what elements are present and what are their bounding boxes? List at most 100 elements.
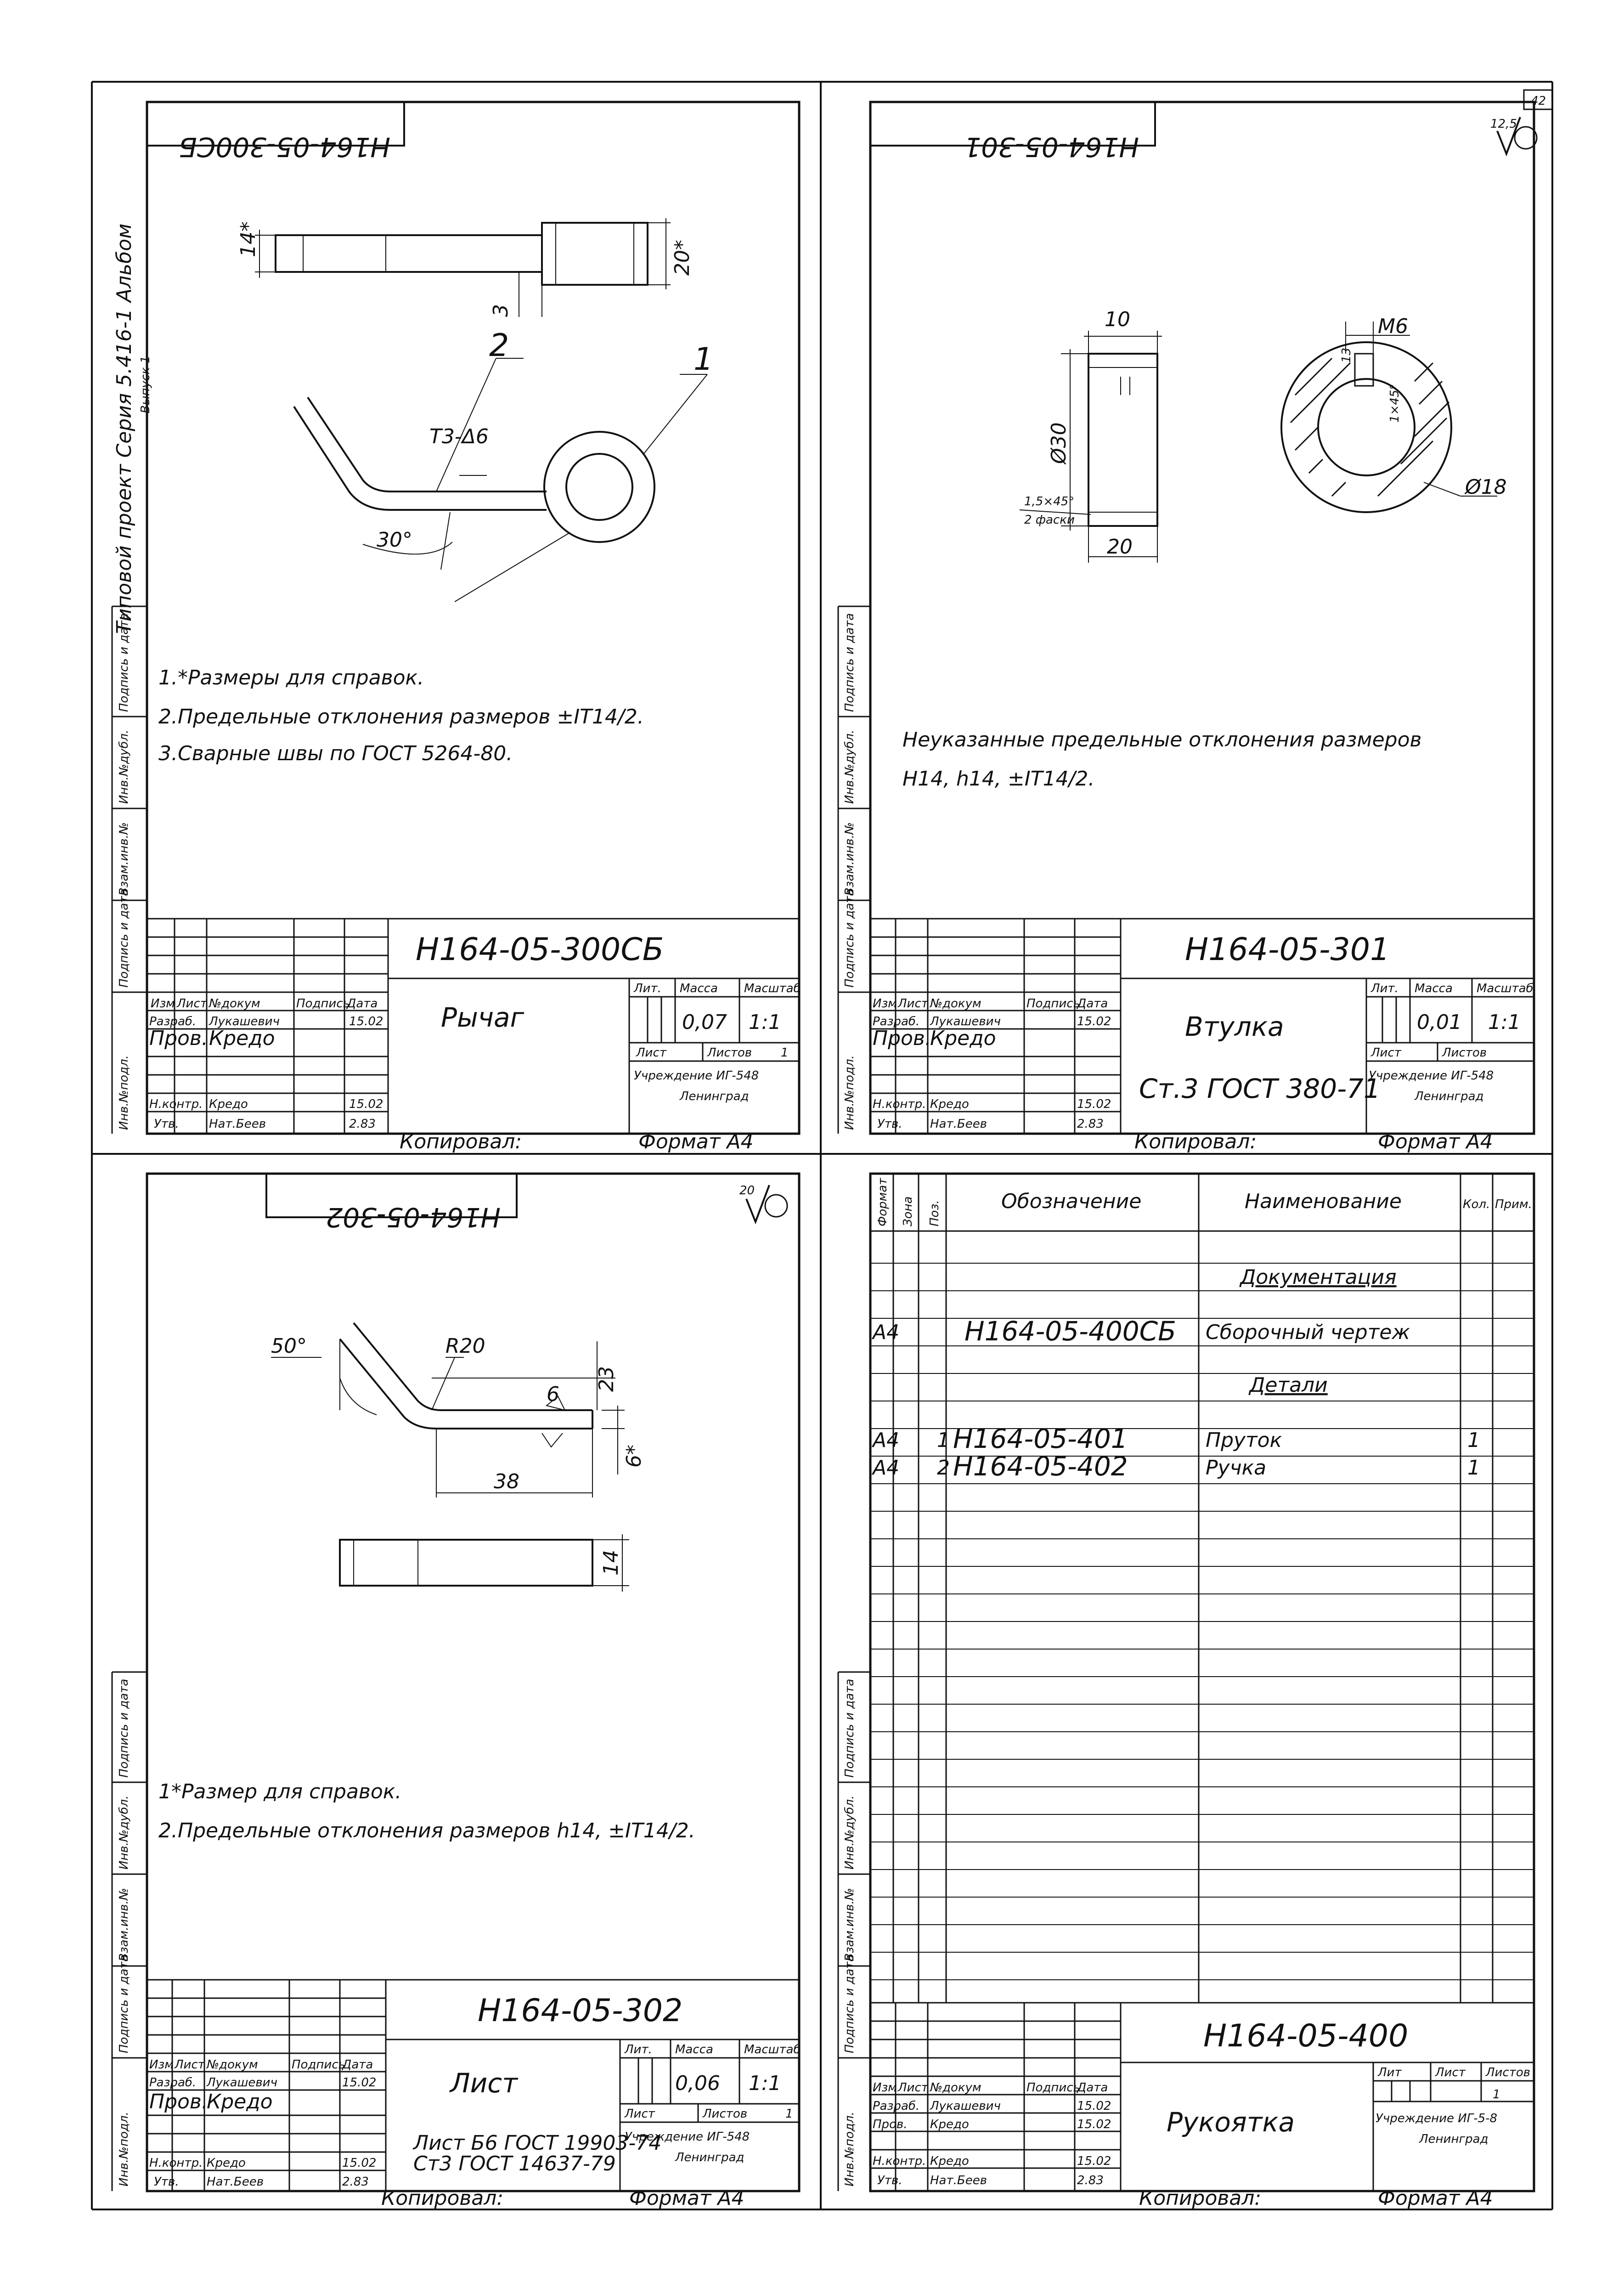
sheet-1-code-box: Н164-05-300СБ [146, 101, 405, 163]
svg-text:0,07: 0,07 [682, 1011, 727, 1034]
svg-text:Формат А4: Формат А4 [1378, 2186, 1493, 2210]
svg-text:1: 1 [937, 1429, 950, 1452]
sheet-2-code-box: Н164-05-301 [869, 101, 1156, 163]
svg-text:Подпись и дата: Подпись и дата [117, 889, 131, 988]
svg-text:Обозначение: Обозначение [1001, 1190, 1141, 1213]
svg-text:Дата: Дата [1077, 2081, 1108, 2095]
svg-text:Н164-05-401: Н164-05-401 [953, 1423, 1128, 1454]
svg-text:10: 10 [1105, 308, 1130, 331]
svg-text:Подпись и дата: Подпись и дата [843, 613, 857, 712]
svg-text:Утв.: Утв. [154, 2175, 179, 2189]
svg-text:Учреждение ИГ-548: Учреждение ИГ-548 [634, 1069, 759, 1083]
svg-text:Формат А4: Формат А4 [638, 1130, 754, 1153]
svg-text:Нат.Беев: Нат.Беев [930, 2174, 987, 2187]
svg-text:15.02: 15.02 [349, 1015, 383, 1028]
svg-text:Лист Б6 ГОСТ 19903-74: Лист Б6 ГОСТ 19903-74 [412, 2131, 661, 2155]
svg-text:Ленинград: Ленинград [1414, 1090, 1484, 1103]
plate-bent-view [271, 1322, 625, 1497]
svg-text:Формат А4: Формат А4 [1378, 1130, 1493, 1153]
svg-text:Лист: Лист [449, 2068, 519, 2099]
svg-text:3: 3 [489, 304, 513, 317]
svg-text:Изм: Изм [873, 997, 897, 1011]
svg-text:30°: 30° [377, 528, 412, 552]
svg-text:Копировал:: Копировал: [381, 2186, 503, 2210]
svg-text:Учреждение ИГ-548: Учреждение ИГ-548 [1369, 1069, 1494, 1083]
svg-text:Взам.инв.№: Взам.инв.№ [117, 1888, 131, 1961]
svg-text:М6: М6 [1378, 315, 1408, 338]
svg-text:14*: 14* [237, 221, 260, 257]
svg-text:Инв.№дубл.: Инв.№дубл. [843, 730, 857, 804]
svg-text:№докум: №докум [206, 2058, 258, 2072]
svg-text:Н.контр.: Н.контр. [149, 1097, 203, 1111]
svg-text:№докум: №докум [929, 997, 981, 1011]
svg-text:14: 14 [599, 1550, 623, 1576]
svg-text:2.83: 2.83 [342, 2175, 369, 2189]
svg-text:15.02: 15.02 [1077, 1015, 1111, 1028]
svg-text:15.02: 15.02 [1077, 2118, 1111, 2131]
svg-text:Кредо: Кредо [207, 2090, 273, 2113]
svg-text:15.02: 15.02 [1077, 2154, 1111, 2168]
svg-text:23: 23 [595, 1366, 618, 1392]
svg-text:Масса: Масса [675, 2043, 713, 2056]
svg-text:Подпись: Подпись [296, 997, 350, 1011]
lever-top-view [255, 218, 671, 317]
svg-text:38: 38 [494, 1470, 519, 1493]
svg-text:0,06: 0,06 [675, 2072, 720, 2095]
svg-text:Лукашевич: Лукашевич [209, 1015, 280, 1028]
svg-text:Н164-05-302: Н164-05-302 [326, 1202, 501, 1233]
svg-text:Лит.: Лит. [624, 2043, 652, 2056]
svg-text:Ленинград: Ленинград [679, 1090, 749, 1103]
svg-text:Формат А4: Формат А4 [629, 2186, 744, 2210]
svg-text:Ленинград: Ленинград [675, 2151, 744, 2164]
svg-text:Сборочный чертеж: Сборочный чертеж [1206, 1321, 1410, 1344]
svg-text:Пров.: Пров. [873, 1027, 931, 1050]
svg-text:Лист: Лист [897, 997, 929, 1011]
svg-text:20: 20 [1107, 535, 1133, 559]
svg-text:Лист: Лист [174, 2058, 205, 2072]
svg-text:Разраб.: Разраб. [149, 1015, 196, 1028]
svg-text:Разраб.: Разраб. [873, 1015, 919, 1028]
svg-text:Пров.: Пров. [149, 2090, 208, 2113]
svg-text:0,01: 0,01 [1417, 1011, 1462, 1034]
svg-text:Изм: Изм [151, 997, 175, 1011]
svg-text:Лукашевич: Лукашевич [930, 1015, 1001, 1028]
svg-text:Т3-Δ6: Т3-Δ6 [429, 425, 489, 448]
svg-text:1: 1 [1467, 1429, 1480, 1452]
svg-text:50°: 50° [271, 1334, 307, 1358]
svg-text:6*: 6* [622, 1445, 646, 1468]
svg-text:6: 6 [547, 1383, 559, 1406]
svg-text:Инв.№подл.: Инв.№подл. [843, 1055, 857, 1130]
svg-text:1×45°: 1×45° [1388, 384, 1402, 423]
lever-front-view [293, 358, 708, 602]
svg-text:Пруток: Пруток [1206, 1429, 1282, 1452]
svg-text:Масштаб: Масштаб [1477, 982, 1534, 995]
svg-text:А4: А4 [871, 1429, 899, 1452]
svg-text:Поз.: Поз. [928, 1200, 942, 1226]
svg-text:Пров.: Пров. [873, 2118, 908, 2131]
sheet-1-note-3: 3.Сварные швы по ГОСТ 5264-80. [158, 742, 513, 765]
svg-text:2: 2 [937, 1456, 950, 1480]
svg-text:Листов: Листов [1442, 1046, 1487, 1060]
svg-text:Лит.: Лит. [1370, 982, 1398, 995]
svg-text:2.83: 2.83 [349, 1117, 376, 1131]
svg-text:Н164-05-302: Н164-05-302 [478, 1993, 682, 2029]
svg-text:Рукоятка: Рукоятка [1167, 2107, 1295, 2138]
svg-text:А4: А4 [871, 1456, 899, 1480]
svg-text:Взам.инв.№: Взам.инв.№ [117, 822, 131, 896]
svg-text:Н164-05-402: Н164-05-402 [953, 1451, 1128, 1482]
svg-text:1: 1 [785, 2107, 793, 2121]
bushing-section-view [1280, 322, 1497, 513]
sheet-3-note-2: 2.Предельные отклонения размеров h14, ±I… [158, 1819, 695, 1842]
svg-text:Втулка: Втулка [1185, 1011, 1284, 1042]
svg-text:Подпись: Подпись [1026, 2081, 1080, 2095]
svg-text:А4: А4 [871, 1321, 899, 1344]
svg-text:Ст3 ГОСТ 14637-79: Ст3 ГОСТ 14637-79 [413, 2152, 616, 2175]
svg-text:Лист: Лист [897, 2081, 929, 2095]
spec-row: Детали [1248, 1373, 1328, 1397]
svg-text:Н164-05-301: Н164-05-301 [964, 131, 1139, 163]
svg-text:Н.контр.: Н.контр. [873, 2154, 926, 2168]
bushing-side-view [1019, 331, 1162, 563]
svg-text:Лист: Лист [176, 997, 208, 1011]
svg-text:Инв.№подл.: Инв.№подл. [117, 1055, 131, 1130]
svg-text:Прим.: Прим. [1495, 1198, 1532, 1211]
